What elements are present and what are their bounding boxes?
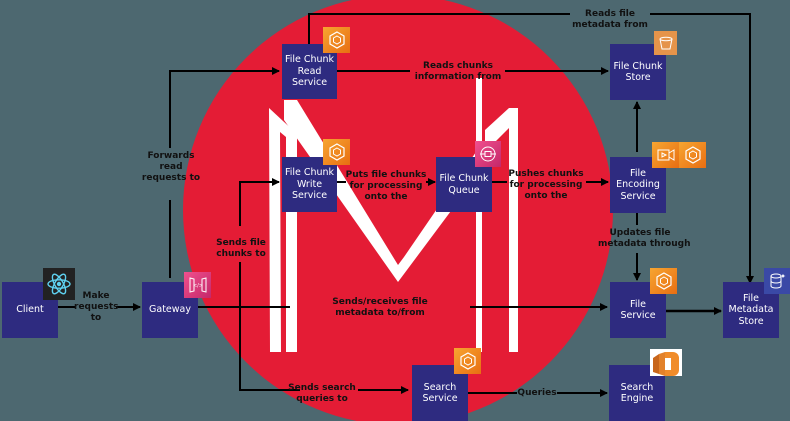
ecs-icon	[323, 139, 350, 165]
s3-bucket-icon	[654, 31, 677, 55]
ecs-icon	[323, 27, 350, 53]
chunk-store-line-2: Store	[625, 72, 651, 83]
connectors	[58, 13, 754, 397]
search-service-line-2: Service	[422, 393, 458, 404]
ecs-icon	[650, 268, 677, 294]
search-engine-line-1: Search	[620, 381, 654, 393]
svg-text:</>: </>	[192, 283, 202, 289]
api-gateway-icon: </>	[184, 272, 211, 298]
ecs-icon	[454, 348, 481, 374]
queue-line-1: File Chunk	[439, 173, 489, 184]
sqs-icon	[475, 141, 501, 167]
chunk-store-line-1: File Chunk	[613, 60, 663, 72]
database-icon	[764, 268, 790, 294]
media-convert-icon	[652, 142, 679, 168]
metadata-store-line-1: File	[743, 292, 759, 304]
read-service-line-3: Service	[291, 77, 328, 89]
client-label: Client	[16, 304, 44, 316]
gateway-label: Gateway	[149, 304, 191, 316]
queue-line-2: Queue	[448, 184, 480, 196]
file-service-line-2: Service	[620, 310, 656, 321]
encoding-service-line-3: Service	[620, 190, 656, 202]
write-service-line-2: Write	[296, 178, 323, 190]
write-service-line-1: File Chunk	[284, 167, 335, 179]
elasticsearch-icon	[650, 349, 682, 376]
read-service-line-1: File Chunk	[284, 54, 335, 66]
search-service-line-1: Search	[423, 381, 457, 393]
metadata-store-line-3: Store	[738, 315, 764, 327]
brand-circle	[183, 0, 613, 421]
react-icon	[43, 268, 75, 300]
file-service-line-1: File	[630, 298, 646, 310]
read-service-line-2: Read	[297, 65, 322, 77]
encoding-service-line-2: Encoding	[616, 179, 660, 191]
edge-label-queries: Queries	[517, 388, 557, 398]
encoding-service-line-1: File	[630, 167, 646, 179]
ecs-icon	[679, 142, 706, 168]
write-service-line-3: Service	[291, 190, 328, 202]
metadata-store-line-2: Metadata	[728, 304, 774, 316]
search-engine-line-2: Engine	[620, 393, 654, 404]
